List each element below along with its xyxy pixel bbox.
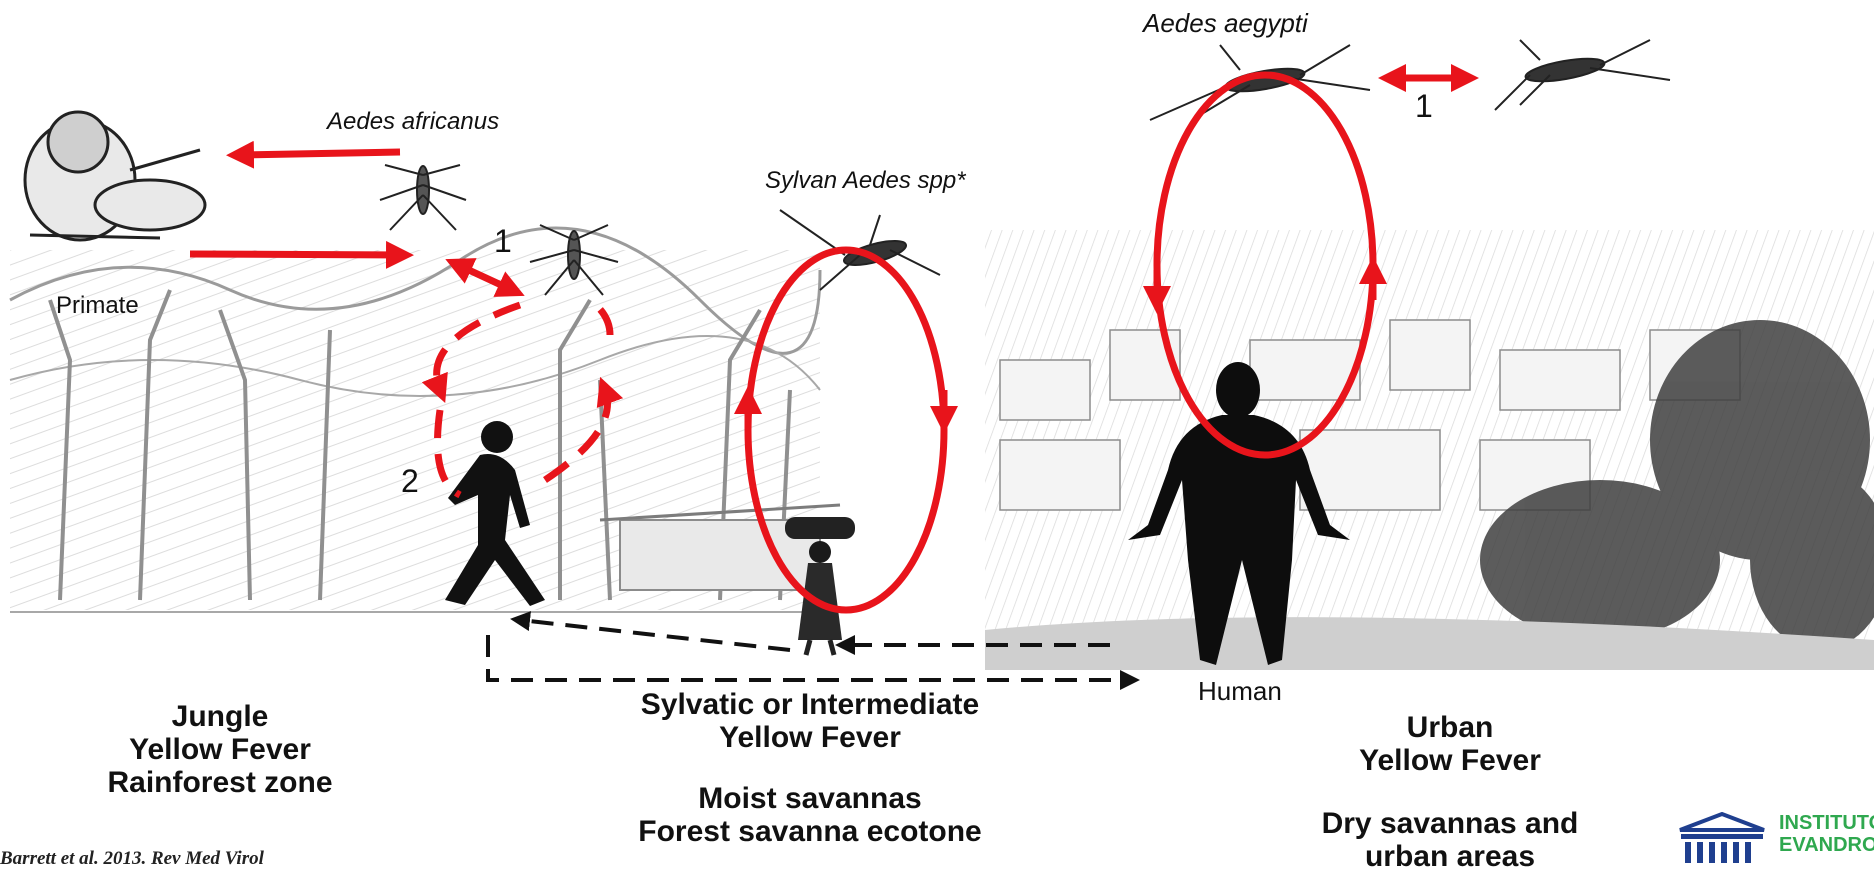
logo-line2: EVANDRO [1779, 834, 1874, 856]
mosquito-icon [1495, 40, 1670, 110]
mosquito-icon [380, 165, 466, 230]
sylvatic-zone-line4: Forest savanna ecotone [530, 815, 1090, 848]
aedes-aegypti-label: Aedes aegypti [1143, 8, 1308, 39]
sylvatic-zone-line1: Sylvatic or Intermediate [530, 688, 1090, 721]
jungle-zone-caption: Jungle Yellow Fever Rainforest zone [60, 700, 380, 799]
city-sketch [985, 230, 1874, 670]
monkey-icon [25, 112, 205, 240]
jungle-transfer-number: 1 [494, 223, 512, 260]
urban-zone-line2: Yellow Fever [1240, 744, 1660, 777]
sylvan-aedes-label: Sylvan Aedes spp* [765, 167, 966, 195]
jungle-zone-line3: Rainforest zone [60, 766, 380, 799]
aedes-africanus-label: Aedes africanus [327, 108, 499, 136]
sylvatic-zone-line3: Moist savannas [530, 782, 1090, 815]
jungle-human-number: 2 [401, 463, 419, 500]
citation: Barrett et al. 2013. Rev Med Virol [0, 848, 264, 870]
sylvatic-zone-caption: Sylvatic or Intermediate Yellow Fever Mo… [530, 688, 1090, 848]
urban-transfer-number: 1 [1415, 88, 1433, 125]
urban-zone-caption: Urban Yellow Fever Dry savannas and urba… [1240, 711, 1660, 873]
human-label: Human [1198, 676, 1282, 707]
institute-building-icon [1675, 812, 1770, 863]
urban-zone-line3: Dry savannas and [1240, 807, 1660, 840]
institute-logo: INSTITUTO EVANDRO [1675, 812, 1874, 863]
primate-label: Primate [56, 292, 139, 320]
logo-line1: INSTITUTO [1779, 812, 1874, 834]
jungle-forest-sketch [10, 228, 840, 612]
urban-zone-line4: urban areas [1240, 840, 1660, 873]
urban-zone-line1: Urban [1240, 711, 1660, 744]
mosquito-icon [1150, 45, 1370, 120]
jungle-zone-line2: Yellow Fever [60, 733, 380, 766]
jungle-zone-line1: Jungle [60, 700, 380, 733]
sylvatic-zone-line2: Yellow Fever [530, 721, 1090, 754]
